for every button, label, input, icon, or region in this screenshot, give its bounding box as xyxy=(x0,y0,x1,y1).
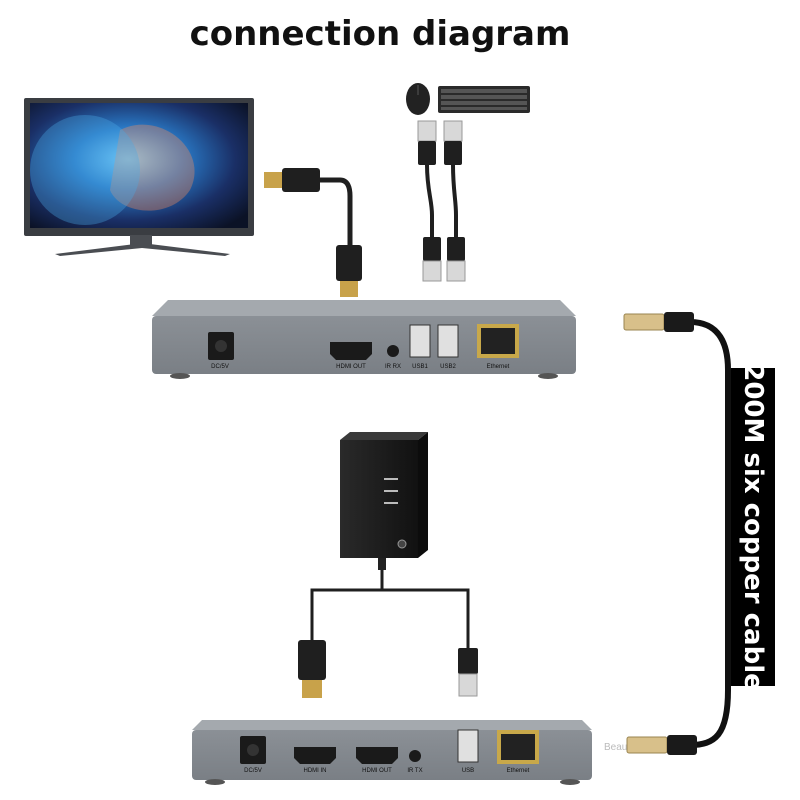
usb2-port xyxy=(437,324,459,358)
monitor xyxy=(24,98,254,256)
transmitter-box xyxy=(152,300,576,379)
cable-label: 200M six copper cable xyxy=(738,363,768,691)
usb1-port xyxy=(409,324,431,358)
rx-ir-tx-port xyxy=(409,750,421,762)
tx-dc-label: DC/5V xyxy=(211,364,229,370)
rx-dc-port xyxy=(240,736,266,764)
rx-dc-label: DC/5V xyxy=(244,768,262,774)
pc-cables xyxy=(298,570,478,698)
dc-port xyxy=(208,332,234,360)
hdmi-out-port xyxy=(330,342,372,360)
usb-cables-top xyxy=(417,120,466,282)
cable-label-box: 200M six copper cable xyxy=(731,363,775,691)
rx-usb-port xyxy=(457,729,479,763)
diagram-title: connection diagram xyxy=(189,14,571,54)
mouse-icon xyxy=(406,83,430,115)
tx-usb2-label: USB2 xyxy=(440,364,456,370)
receiver-box xyxy=(192,720,592,785)
tx-hdmi-out-label: HDMI OUT xyxy=(336,364,366,370)
watermark: Beau xyxy=(604,742,628,753)
pc-tower xyxy=(340,432,428,570)
hdmi-cable-top xyxy=(264,168,362,297)
rx-hdmi-in-port xyxy=(294,747,336,764)
tx-ir-rx-label: IR RX xyxy=(385,364,401,370)
tx-usb1-label: USB1 xyxy=(412,364,428,370)
keyboard-icon xyxy=(438,86,530,113)
ethernet-cable xyxy=(623,312,731,755)
rx-ethernet-label: Ethernet xyxy=(507,768,530,774)
rx-hdmi-in-label: HDMI IN xyxy=(304,768,327,774)
rx-hdmi-out-label: HDMI OUT xyxy=(362,768,392,774)
tx-ethernet-label: Ethernet xyxy=(487,364,510,370)
rx-ethernet-port xyxy=(497,730,539,764)
rx-usb-label: USB xyxy=(462,768,474,774)
rx-ir-tx-label: IR TX xyxy=(407,768,422,774)
ethernet-port xyxy=(477,324,519,358)
ir-rx-port xyxy=(387,345,399,357)
rx-hdmi-out-port xyxy=(356,747,398,764)
